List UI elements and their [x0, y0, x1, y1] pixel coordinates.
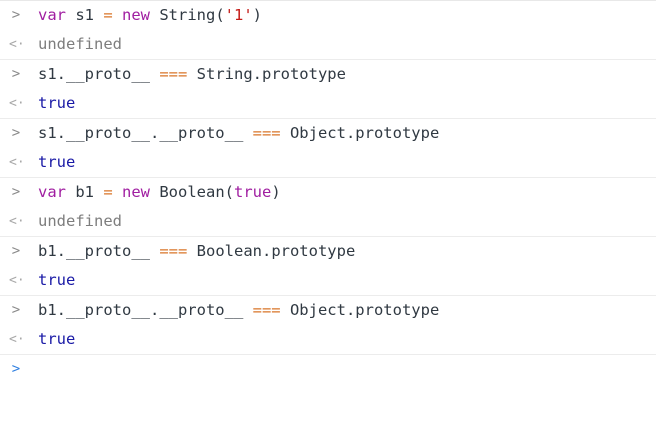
code-token: true	[234, 183, 272, 201]
output-arrow-icon: <·	[9, 214, 25, 229]
devtools-console: > var s1 = new String('1') <· undefined > s1.…	[0, 0, 656, 384]
console-output-line: <· true	[0, 266, 656, 295]
code-token: String(	[150, 6, 225, 24]
code-token: var	[38, 6, 66, 24]
output-value: true	[38, 330, 76, 348]
console-input-line[interactable]: > b1.__proto__ === Boolean.prototype	[0, 237, 656, 266]
console-output-line: <· true	[0, 89, 656, 118]
console-input-line[interactable]: > s1.__proto__ === String.prototype	[0, 60, 656, 89]
console-entry: > b1.__proto__ === Boolean.prototype <· tru…	[0, 237, 656, 296]
code-token: Object.prototype	[280, 124, 440, 142]
console-input-line[interactable]: > s1.__proto__.__proto__ === Object.proto…	[0, 119, 656, 148]
code-token: ===	[159, 242, 188, 260]
code-token: =	[103, 183, 113, 201]
prompt-chevron-icon: >	[11, 361, 21, 377]
input-chevron-icon: >	[11, 7, 21, 23]
code-token: String.prototype	[187, 65, 346, 83]
code-token: Object.prototype	[280, 301, 440, 319]
console-input-line[interactable]: > var s1 = new String('1')	[0, 1, 656, 30]
code-token: )	[252, 6, 263, 24]
output-value: true	[38, 153, 76, 171]
code-token: var	[38, 183, 66, 201]
code-token: ===	[159, 65, 188, 83]
code-token: s1.__proto__.__proto__	[38, 124, 253, 142]
console-output-line: <· true	[0, 325, 656, 354]
input-chevron-icon: >	[11, 302, 21, 318]
code-token: b1.__proto__.__proto__	[38, 301, 253, 319]
console-entry: > s1.__proto__ === String.prototype <· true	[0, 60, 656, 119]
console-input-line[interactable]: > var b1 = new Boolean(true)	[0, 178, 656, 207]
output-value: true	[38, 271, 76, 289]
input-chevron-icon: >	[11, 184, 21, 200]
code-token	[113, 183, 122, 201]
code-token: s1	[66, 6, 104, 24]
input-chevron-icon: >	[11, 243, 21, 259]
console-prompt[interactable]: >	[0, 355, 656, 384]
code-token: =	[103, 6, 113, 24]
output-value: true	[38, 94, 76, 112]
console-input-line[interactable]: > b1.__proto__.__proto__ === Object.proto…	[0, 296, 656, 325]
code-token: new	[122, 6, 151, 24]
code-token: b1.__proto__	[38, 242, 160, 260]
code-token: s1.__proto__	[38, 65, 160, 83]
output-arrow-icon: <·	[9, 37, 25, 52]
code-token: b1	[66, 183, 104, 201]
console-entry: > b1.__proto__.__proto__ === Object.proto…	[0, 296, 656, 355]
output-value: undefined	[38, 212, 122, 230]
code-token: Boolean.prototype	[187, 242, 356, 260]
code-token: ===	[252, 301, 281, 319]
code-token: ===	[252, 124, 281, 142]
console-output-line: <· undefined	[0, 207, 656, 236]
console-entry: > s1.__proto__.__proto__ === Object.proto…	[0, 119, 656, 178]
console-output-line: <· true	[0, 148, 656, 177]
output-arrow-icon: <·	[9, 273, 25, 288]
console-entry: > var s1 = new String('1') <· undefined	[0, 1, 656, 60]
input-chevron-icon: >	[11, 125, 21, 141]
console-entries: > var s1 = new String('1') <· undefined > s1.…	[0, 1, 656, 355]
code-token: )	[271, 183, 281, 201]
console-output-line: <· undefined	[0, 30, 656, 59]
code-token: Boolean(	[150, 183, 235, 201]
console-entry: > var b1 = new Boolean(true) <· undefined	[0, 178, 656, 237]
output-arrow-icon: <·	[9, 155, 25, 170]
code-token	[113, 6, 122, 24]
code-token: '1'	[224, 6, 253, 24]
input-chevron-icon: >	[11, 66, 21, 82]
output-arrow-icon: <·	[9, 332, 25, 347]
output-value: undefined	[38, 35, 122, 53]
code-token: new	[122, 183, 151, 201]
output-arrow-icon: <·	[9, 96, 25, 111]
